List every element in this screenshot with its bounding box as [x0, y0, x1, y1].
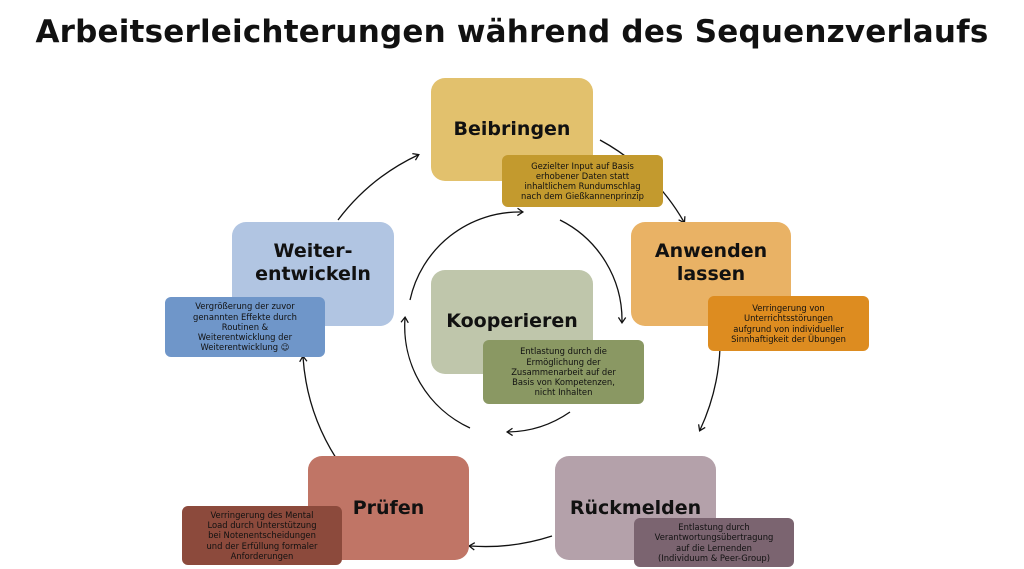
arrow-pruefen-to-weiterentwickeln	[299, 354, 337, 459]
stage-kooperieren: Kooperieren	[431, 270, 593, 374]
stage-weiterentwickeln-label: Weiter- entwickeln	[255, 240, 371, 285]
inner-arrow-1	[409, 207, 525, 301]
note-kooperieren-text: Entlastung durch die Ermöglichung der Zu…	[511, 346, 616, 398]
note-rueckmelden-text: Entlastung durch Verantwortungsübertragu…	[654, 522, 774, 563]
stage-kooperieren-label: Kooperieren	[446, 309, 578, 332]
arrow-weiterentwickeln-to-beibringen	[337, 153, 420, 221]
inner-arrow-3	[505, 411, 571, 437]
note-beibringen-text: Gezielter Input auf Basis erhobener Date…	[521, 160, 644, 202]
note-weiterentwickeln-text: Vergrößerung der zuvor genannten Effekte…	[193, 301, 297, 353]
stage-rueckmelden-label: Rückmelden	[569, 496, 702, 519]
stage-pruefen-label: Prüfen	[352, 496, 425, 519]
note-anwenden-text: Verringerung von Unterrichtsstörungen au…	[731, 303, 846, 344]
note-beibringen: Gezielter Input auf Basis erhobener Date…	[502, 155, 663, 207]
note-pruefen: Verringerung des Mental Load durch Unter…	[182, 506, 342, 565]
note-pruefen-text: Verringerung des Mental Load durch Unter…	[206, 509, 318, 561]
diagram-title: Arbeitserleichterungen während des Seque…	[35, 14, 989, 50]
stage-beibringen-label: Beibringen	[453, 118, 571, 141]
arrow-anwenden-to-rueckmelden	[697, 347, 721, 432]
stage-anwenden-label: Anwenden lassen	[654, 240, 768, 285]
note-kooperieren: Entlastung durch die Ermöglichung der Zu…	[483, 340, 644, 404]
arrow-rueckmelden-to-pruefen	[467, 535, 553, 551]
note-weiterentwickeln: Vergrößerung der zuvor genannten Effekte…	[165, 297, 325, 357]
inner-arrow-4	[400, 315, 471, 429]
note-rueckmelden: Entlastung durch Verantwortungsübertragu…	[634, 518, 794, 567]
inner-arrow-2	[559, 219, 627, 325]
note-anwenden: Verringerung von Unterrichtsstörungen au…	[708, 296, 869, 351]
